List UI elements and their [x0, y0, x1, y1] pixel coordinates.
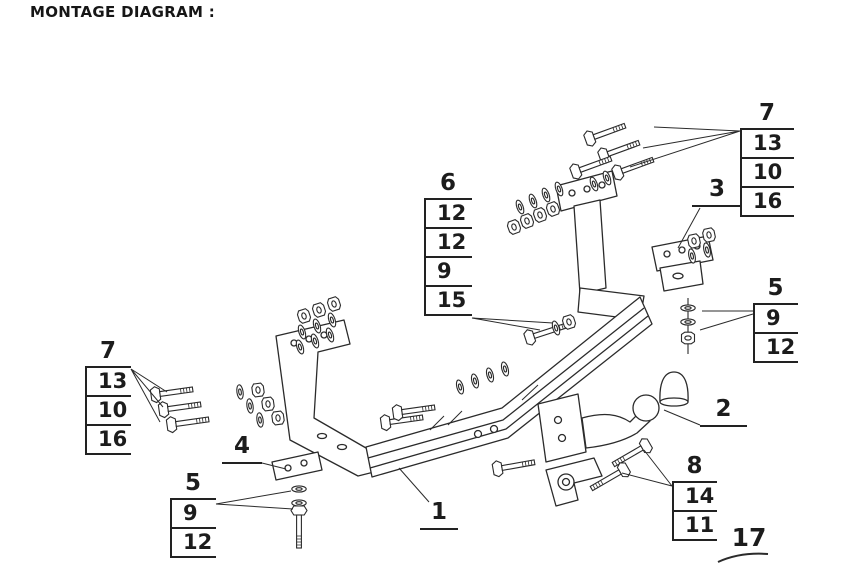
- part-number-cell: 10: [85, 397, 131, 426]
- ball-cover-cap: [659, 371, 689, 403]
- part-number-cell: 14: [672, 483, 717, 512]
- structure-group: [271, 170, 714, 507]
- leader-lines: [130, 126, 769, 563]
- part-number-cell: 16: [85, 426, 131, 455]
- part-number-cell: 12: [424, 229, 472, 258]
- part-number-cell: 15: [424, 287, 472, 316]
- part-number-cell: 16: [740, 188, 794, 217]
- callout-4: 4: [222, 433, 262, 464]
- callout-number: 7: [740, 100, 794, 130]
- part-number-cell: 11: [672, 512, 717, 541]
- callout-17: 17: [731, 523, 767, 552]
- callout-6: 6 12 12 9 15: [424, 170, 472, 316]
- callout-number: 8: [672, 453, 717, 483]
- callout-1: 1: [420, 499, 458, 530]
- hardware-group: [149, 117, 717, 549]
- part-number-cell: 9: [424, 258, 472, 287]
- callout-number: 5: [753, 275, 798, 305]
- callout-2: 2: [700, 396, 747, 427]
- page-title: MONTAGE DIAGRAM :: [30, 3, 216, 21]
- part-number-cell: 9: [170, 500, 216, 529]
- ball-mount-plate: [537, 393, 587, 463]
- part-number-cell: 12: [753, 334, 798, 363]
- callout-number: 5: [170, 470, 216, 500]
- callout-7-right: 7 13 10 16: [740, 100, 794, 217]
- callout-8: 8 14 11: [672, 453, 717, 541]
- part-number-cell: 12: [170, 529, 216, 558]
- part-number-cell: 13: [740, 130, 794, 159]
- callout-7-left: 7 13 10 16: [85, 338, 131, 455]
- part-number-cell: 12: [424, 200, 472, 229]
- crossbar-beam: [365, 296, 653, 478]
- part-number-cell: 9: [753, 305, 798, 334]
- anchor-plate: [271, 451, 323, 481]
- callout-number: 6: [424, 170, 472, 200]
- tow-ball: [632, 394, 660, 422]
- part-number-cell: 13: [85, 368, 131, 397]
- callout-5-right: 5 9 12: [753, 275, 798, 363]
- callout-number: 7: [85, 338, 131, 368]
- callout-5-left: 5 9 12: [170, 470, 216, 558]
- callout-3: 3: [692, 176, 742, 207]
- part-number-cell: 10: [740, 159, 794, 188]
